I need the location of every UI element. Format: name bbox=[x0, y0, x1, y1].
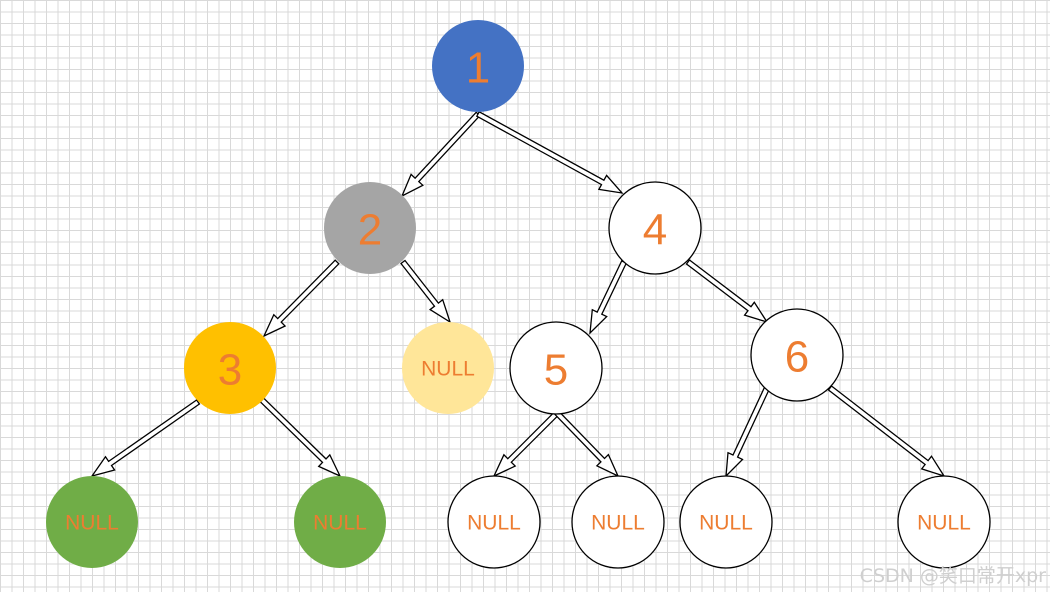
edge-arrow-n1-n2 bbox=[400, 111, 481, 198]
tree-edges bbox=[90, 110, 946, 478]
tree-node-n3r: NULL bbox=[294, 476, 386, 568]
edge-arrow-n3-n3l bbox=[90, 399, 201, 478]
tree-node-n6r: NULL bbox=[897, 475, 991, 569]
node-label: NULL bbox=[467, 512, 521, 535]
tree-node-n2r: NULL bbox=[402, 322, 494, 414]
tree-node-n2: 2 bbox=[324, 182, 416, 274]
node-label: NULL bbox=[313, 512, 367, 535]
node-circle bbox=[750, 308, 844, 402]
tree-node-n6: 6 bbox=[750, 308, 844, 402]
node-label: NULL bbox=[591, 512, 645, 535]
node-label: NULL bbox=[699, 512, 753, 535]
tree-node-n3l: NULL bbox=[46, 476, 138, 568]
edge-arrow-n4-n6 bbox=[685, 259, 769, 324]
node-circle bbox=[294, 476, 386, 568]
node-label: 3 bbox=[218, 346, 242, 395]
node-label: NULL bbox=[65, 512, 119, 535]
node-circle bbox=[608, 181, 702, 275]
tree-node-n4: 4 bbox=[608, 181, 702, 275]
edge-arrow-n6-n6r bbox=[827, 385, 946, 478]
node-circle bbox=[402, 322, 494, 414]
node-label: NULL bbox=[917, 512, 971, 535]
node-circle bbox=[432, 20, 524, 112]
edge-arrow-n5-n5l bbox=[492, 410, 560, 478]
node-label: 5 bbox=[544, 346, 568, 395]
node-circle bbox=[46, 476, 138, 568]
node-circle bbox=[324, 182, 416, 274]
watermark-text: CSDN @笑口常开xpr bbox=[859, 565, 1046, 587]
node-circle bbox=[509, 321, 603, 415]
edge-arrow-n3-n3r bbox=[259, 397, 342, 478]
node-label: 6 bbox=[785, 333, 809, 382]
tree-node-n5: 5 bbox=[509, 321, 603, 415]
node-label: NULL bbox=[421, 358, 475, 381]
node-circle bbox=[679, 475, 773, 569]
edge-arrow-n1-n4 bbox=[475, 110, 624, 194]
tree-node-n5l: NULL bbox=[447, 475, 541, 569]
node-circle bbox=[184, 322, 276, 414]
node-circle bbox=[447, 475, 541, 569]
node-label: 1 bbox=[466, 44, 490, 93]
tree-node-n3: 3 bbox=[184, 322, 276, 414]
edge-arrow-n6-n6l bbox=[725, 386, 771, 478]
node-label: 4 bbox=[643, 206, 667, 255]
tree-node-n6l: NULL bbox=[679, 475, 773, 569]
tree-node-n5r: NULL bbox=[571, 475, 665, 569]
node-label: 2 bbox=[358, 206, 382, 255]
edge-arrow-n2-n3 bbox=[262, 259, 340, 338]
tree-node-n1: 1 bbox=[432, 20, 524, 112]
edge-arrow-n4-n5 bbox=[589, 260, 628, 335]
edge-arrow-n2-n2r bbox=[400, 259, 452, 324]
node-circle bbox=[571, 475, 665, 569]
node-circle bbox=[897, 475, 991, 569]
edge-arrow-n5-n5r bbox=[554, 410, 620, 478]
